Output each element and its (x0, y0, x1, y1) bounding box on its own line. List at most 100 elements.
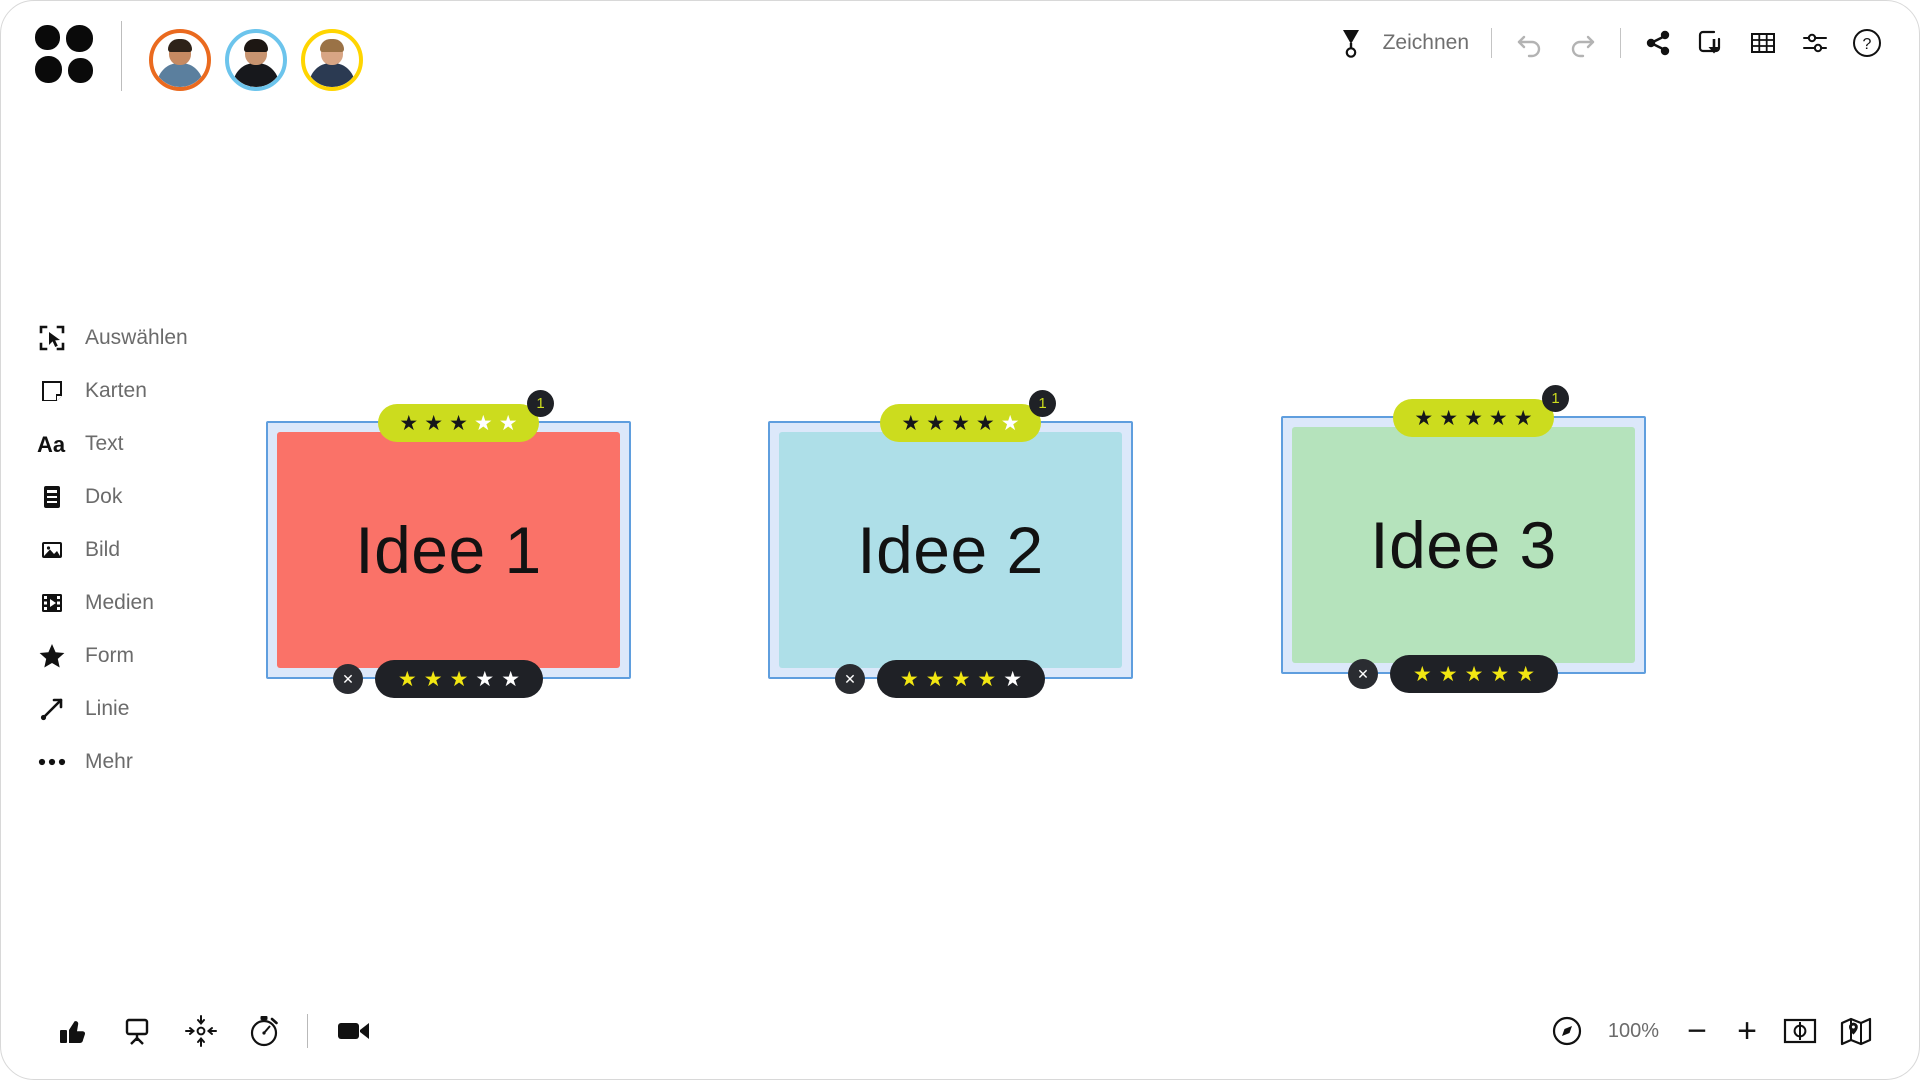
star-bottom-2-4[interactable]: ★ (977, 667, 997, 691)
star-bottom-3-5[interactable]: ★ (1516, 662, 1536, 686)
star-top-1-2[interactable]: ★ (424, 411, 444, 435)
rating-pill-top-3[interactable]: ★★★★★ (1393, 399, 1554, 437)
card-selection-frame-2: Idee 2 (768, 421, 1133, 679)
sidebar-item-linie[interactable]: Linie (35, 682, 265, 735)
card-title-3: Idee 3 (1370, 508, 1557, 582)
app-logo[interactable] (33, 23, 95, 85)
card-body-3[interactable]: Idee 3 (1292, 427, 1635, 663)
tool-sidebar: Auswählen Karten Aa Text (35, 311, 265, 788)
rating-pill-top-2[interactable]: ★★★★★ (880, 404, 1041, 442)
rating-count-badge-3: 1 (1542, 385, 1569, 412)
idea-card-1[interactable]: Idee 1★★★★★1★★★★★✕ (266, 390, 631, 698)
sidebar-item-bild[interactable]: Bild (35, 523, 265, 576)
star-bottom-2-2[interactable]: ★ (925, 667, 945, 691)
timer-icon[interactable] (233, 1003, 297, 1059)
sidebar-label-bild: Bild (85, 537, 121, 561)
compass-icon[interactable] (1540, 1004, 1594, 1058)
settings-icon[interactable] (1789, 17, 1841, 69)
zoom-in-icon[interactable]: + (1737, 1011, 1757, 1050)
media-icon (35, 590, 69, 616)
star-top-3-4[interactable]: ★ (1488, 406, 1508, 430)
star-top-1-1[interactable]: ★ (399, 411, 419, 435)
grid-icon[interactable] (1737, 17, 1789, 69)
star-top-2-3[interactable]: ★ (951, 411, 970, 435)
zoom-out-icon[interactable]: − (1687, 1011, 1707, 1050)
star-top-3-3[interactable]: ★ (1464, 406, 1483, 430)
star-top-1-3[interactable]: ★ (449, 411, 468, 435)
user-avatar-1[interactable] (149, 29, 211, 91)
card-close-button-2[interactable]: ✕ (835, 664, 865, 694)
sidebar-item-mehr[interactable]: Mehr (35, 735, 265, 788)
star-top-3-1[interactable]: ★ (1414, 406, 1434, 430)
minimap-icon[interactable] (1829, 1004, 1883, 1058)
idea-card-2[interactable]: Idee 2★★★★★1★★★★★✕ (768, 390, 1133, 698)
line-icon (35, 696, 69, 722)
user-avatar-3[interactable] (301, 29, 363, 91)
card-selection-frame-3: Idee 3 (1281, 416, 1646, 674)
rating-pill-bottom-3[interactable]: ★★★★★ (1390, 655, 1558, 693)
star-top-2-5[interactable]: ★ (1000, 411, 1020, 435)
star-bottom-1-2[interactable]: ★ (423, 667, 443, 691)
card-body-1[interactable]: Idee 1 (277, 432, 620, 668)
collaborator-avatars (149, 29, 363, 91)
redo-icon[interactable] (1556, 17, 1608, 69)
star-bottom-1-4[interactable]: ★ (475, 667, 495, 691)
star-bottom-1-5[interactable]: ★ (501, 667, 521, 691)
card-close-button-1[interactable]: ✕ (333, 664, 363, 694)
gather-icon[interactable] (169, 1003, 233, 1059)
sidebar-item-dok[interactable]: Dok (35, 470, 265, 523)
sidebar-item-auswaehlen[interactable]: Auswählen (35, 311, 265, 364)
undo-icon[interactable] (1504, 17, 1556, 69)
user-avatar-2[interactable] (225, 29, 287, 91)
sidebar-item-karten[interactable]: Karten (35, 364, 265, 417)
star-bottom-2-5[interactable]: ★ (1003, 667, 1023, 691)
star-top-2-1[interactable]: ★ (901, 411, 921, 435)
star-bottom-3-3[interactable]: ★ (1464, 662, 1484, 686)
document-icon (35, 484, 69, 510)
rating-pill-top-1[interactable]: ★★★★★ (378, 404, 539, 442)
star-bottom-1-3[interactable]: ★ (449, 667, 469, 691)
star-bottom-2-3[interactable]: ★ (951, 667, 971, 691)
rating-count-badge-2: 1 (1029, 390, 1056, 417)
presentation-icon[interactable] (105, 1003, 169, 1059)
import-icon[interactable] (1685, 17, 1737, 69)
star-bottom-3-1[interactable]: ★ (1412, 662, 1432, 686)
star-bottom-3-4[interactable]: ★ (1490, 662, 1510, 686)
star-top-3-2[interactable]: ★ (1439, 406, 1459, 430)
top-bar: Zeichnen (1, 1, 1919, 105)
sidebar-label-mehr: Mehr (85, 749, 133, 773)
star-top-1-5[interactable]: ★ (498, 411, 518, 435)
sidebar-item-form[interactable]: Form (35, 629, 265, 682)
star-top-3-5[interactable]: ★ (1513, 406, 1533, 430)
select-icon (35, 325, 69, 351)
card-body-2[interactable]: Idee 2 (779, 432, 1122, 668)
top-toolbar: Zeichnen (1325, 15, 1893, 71)
help-icon[interactable]: ? (1841, 17, 1893, 69)
rating-pill-bottom-1[interactable]: ★★★★★ (375, 660, 543, 698)
shape-icon (35, 642, 69, 670)
sidebar-item-medien[interactable]: Medien (35, 576, 265, 629)
fit-screen-icon[interactable] (1773, 1004, 1827, 1058)
idea-card-3[interactable]: Idee 3★★★★★1★★★★★✕ (1281, 385, 1646, 693)
star-bottom-1-1[interactable]: ★ (397, 667, 417, 691)
star-bottom-2-1[interactable]: ★ (899, 667, 919, 691)
draw-mode-label[interactable]: Zeichnen (1382, 31, 1469, 54)
star-top-2-4[interactable]: ★ (975, 411, 995, 435)
video-camera-icon[interactable] (322, 1003, 386, 1059)
toolbar-divider-1 (1491, 28, 1492, 58)
sidebar-label-linie: Linie (85, 696, 130, 720)
star-top-2-2[interactable]: ★ (926, 411, 946, 435)
sidebar-label-form: Form (85, 643, 134, 667)
sidebar-item-text[interactable]: Aa Text (35, 417, 265, 470)
topbar-divider (121, 21, 122, 91)
pen-icon[interactable] (1325, 17, 1377, 69)
star-bottom-3-2[interactable]: ★ (1438, 662, 1458, 686)
card-selection-frame-1: Idee 1 (266, 421, 631, 679)
share-icon[interactable] (1633, 17, 1685, 69)
thumbs-up-icon[interactable] (41, 1003, 105, 1059)
rating-pill-bottom-2[interactable]: ★★★★★ (877, 660, 1045, 698)
star-top-1-4[interactable]: ★ (473, 411, 493, 435)
card-close-button-3[interactable]: ✕ (1348, 659, 1378, 689)
zoom-level-label: 100% (1607, 1019, 1659, 1042)
